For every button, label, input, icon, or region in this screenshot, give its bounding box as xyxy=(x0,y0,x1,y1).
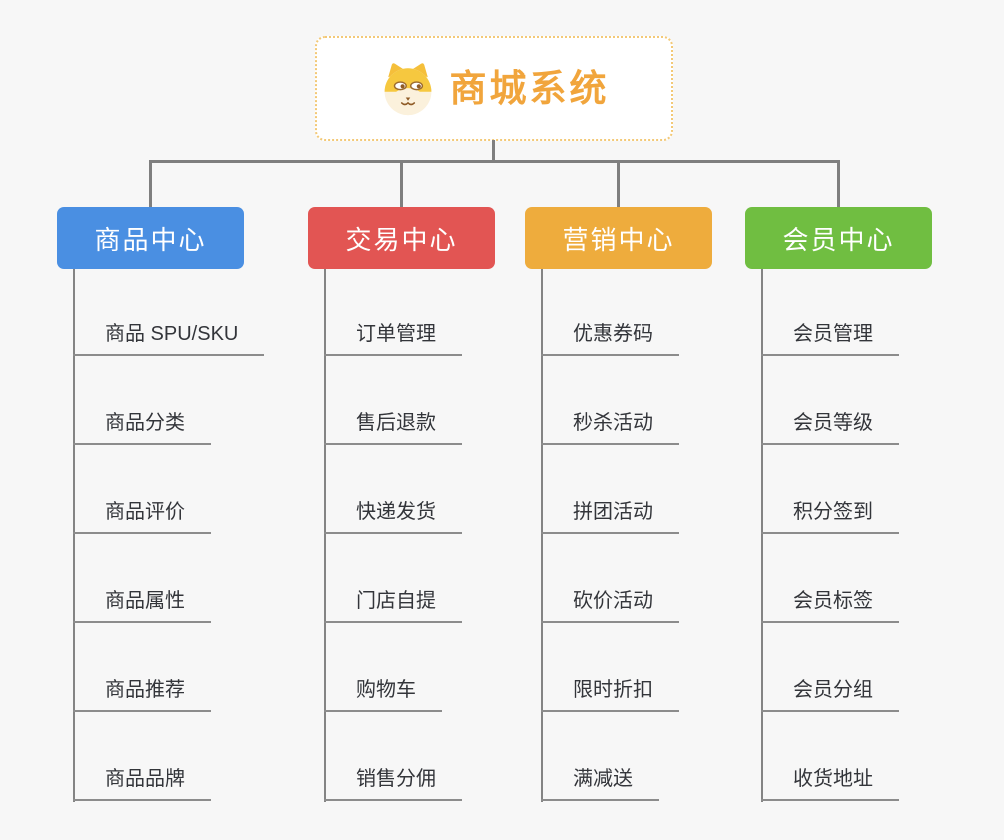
leaf-topic[interactable]: 会员分组 xyxy=(761,676,899,712)
leaf-topic[interactable]: 满减送 xyxy=(541,765,659,801)
leaf-topic[interactable]: 积分签到 xyxy=(761,498,899,534)
leaf-topic[interactable]: 会员等级 xyxy=(761,409,899,445)
branch-header-marketing[interactable]: 营销中心 xyxy=(525,207,712,269)
leaf-topic[interactable]: 秒杀活动 xyxy=(541,409,679,445)
connector-drop-marketing xyxy=(617,160,620,208)
connector-drop-orders xyxy=(400,160,403,208)
leaf-topic[interactable]: 销售分佣 xyxy=(324,765,462,801)
leaf-topic[interactable]: 会员管理 xyxy=(761,320,899,356)
connector-rail xyxy=(149,160,840,163)
leaf-topic[interactable]: 门店自提 xyxy=(324,587,462,623)
leaf-topic[interactable]: 商品属性 xyxy=(73,587,211,623)
leaf-topic[interactable]: 限时折扣 xyxy=(541,676,679,712)
connector-drop-members xyxy=(837,160,840,208)
branch-column-products: 商品 SPU/SKU 商品分类 商品评价 商品属性 商品推荐 商品品牌 xyxy=(73,269,343,802)
branch-column-orders: 订单管理 售后退款 快递发货 门店自提 购物车 销售分佣 xyxy=(324,269,594,802)
leaf-topic[interactable]: 购物车 xyxy=(324,676,442,712)
branch-column-marketing: 优惠券码 秒杀活动 拼团活动 砍价活动 限时折扣 满减送 xyxy=(541,269,811,802)
leaf-topic[interactable]: 收货地址 xyxy=(761,765,899,801)
leaf-topic[interactable]: 售后退款 xyxy=(324,409,462,445)
leaf-topic[interactable]: 商品 SPU/SKU xyxy=(73,320,265,356)
leaf-topic[interactable]: 商品评价 xyxy=(73,498,211,534)
root-topic-label: 商城系统 xyxy=(449,68,610,109)
leaf-topic[interactable]: 砍价活动 xyxy=(541,587,679,623)
leaf-topic[interactable]: 快递发货 xyxy=(324,498,462,534)
branch-column-members: 会员管理 会员等级 积分签到 会员标签 会员分组 收货地址 xyxy=(761,269,1004,802)
connector-drop-products xyxy=(149,160,152,208)
connector-root-stem xyxy=(492,140,495,163)
branch-header-orders[interactable]: 交易中心 xyxy=(308,207,495,269)
leaf-topic[interactable]: 订单管理 xyxy=(324,320,462,356)
connector-trunk xyxy=(761,269,763,802)
branch-header-members[interactable]: 会员中心 xyxy=(745,207,932,269)
root-topic[interactable]: 商城系统 xyxy=(315,36,673,141)
connector-trunk xyxy=(541,269,543,802)
branch-header-products[interactable]: 商品中心 xyxy=(57,207,244,269)
leaf-topic[interactable]: 优惠券码 xyxy=(541,320,679,356)
leaf-topic[interactable]: 拼团活动 xyxy=(541,498,679,534)
leaf-topic[interactable]: 商品分类 xyxy=(73,409,211,445)
leaf-topic[interactable]: 商品推荐 xyxy=(73,676,211,712)
dog-face-icon xyxy=(379,62,437,116)
leaf-topic[interactable]: 会员标签 xyxy=(761,587,899,623)
connector-trunk xyxy=(73,269,75,802)
leaf-topic[interactable]: 商品品牌 xyxy=(73,765,211,801)
connector-trunk xyxy=(324,269,326,802)
